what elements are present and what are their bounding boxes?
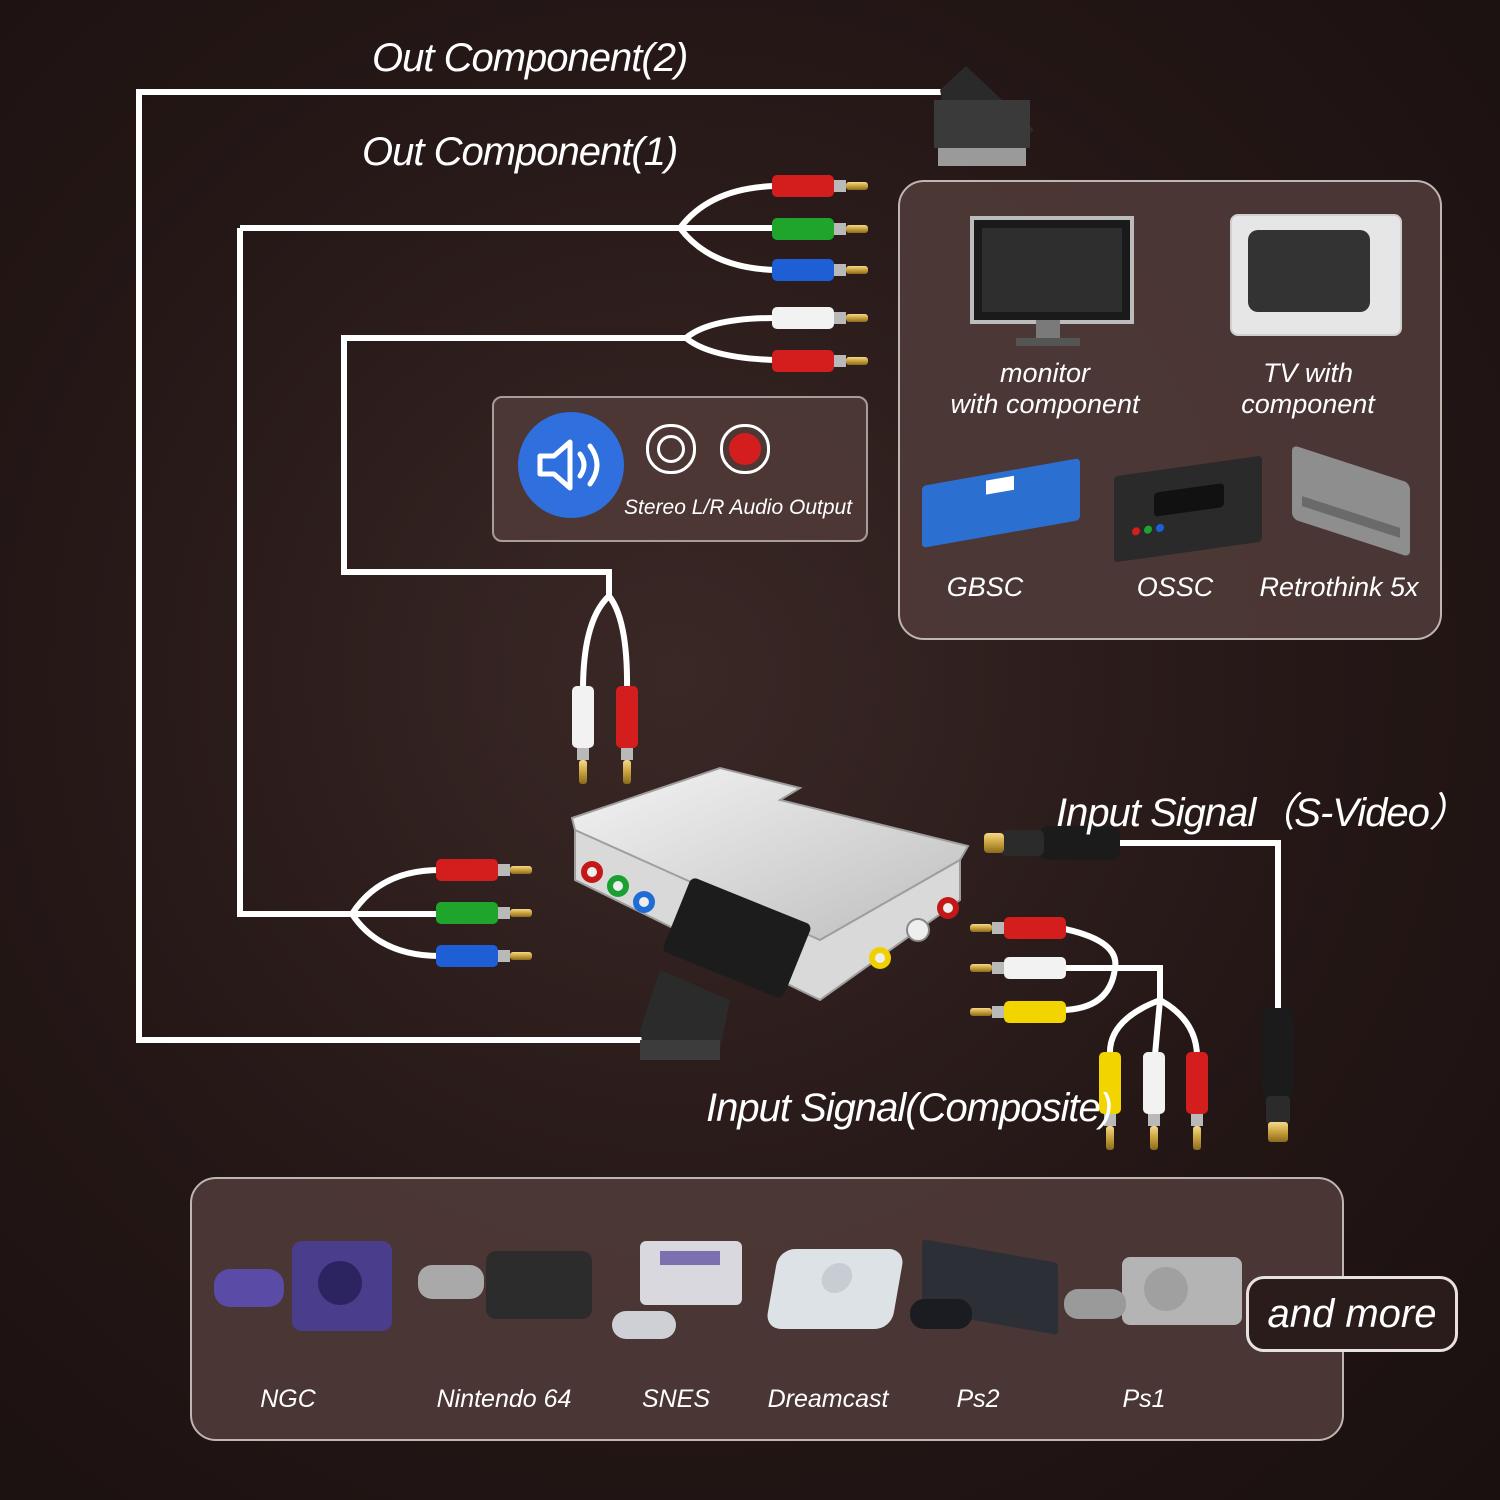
- n64-image: [486, 1251, 592, 1319]
- svideo-input-cable: [1118, 840, 1281, 1012]
- scaler-label-retrothink: Retrothink 5x: [1259, 572, 1419, 602]
- input-composite-label: Input Signal(Composite): [706, 1086, 1113, 1130]
- scaler-label-gbsc: GBSC: [946, 572, 1024, 602]
- tv-image: [1230, 214, 1402, 336]
- ngc-image: [292, 1241, 392, 1331]
- console-label-ps2: Ps2: [956, 1385, 1000, 1413]
- ps1-image: [1122, 1257, 1242, 1325]
- retrothink-image: [1292, 444, 1410, 558]
- scart-plug-icon: [934, 66, 1034, 166]
- out-component-2-label: Out Component(2): [372, 36, 688, 80]
- monitor-label: monitor with component: [950, 358, 1140, 419]
- stereo-audio-panel: Stereo L/R Audio Output: [492, 396, 868, 542]
- snes-image: [640, 1241, 742, 1305]
- consoles-panel: NGC Nintendo 64 SNES Dreamcast Ps2 Ps1: [190, 1177, 1344, 1441]
- console-label-dreamcast: Dreamcast: [767, 1385, 889, 1413]
- input-svideo-label: Input Signal（S-Video）: [1056, 791, 1469, 835]
- console-label-ps1: Ps1: [1122, 1385, 1166, 1413]
- output-devices-panel: monitor with component TV with component…: [898, 180, 1442, 640]
- and-more-badge: and more: [1246, 1276, 1458, 1352]
- console-label-ngc: NGC: [260, 1385, 316, 1413]
- monitor-image: [970, 216, 1134, 324]
- console-label-n64: Nintendo 64: [436, 1385, 572, 1413]
- rca-jack-red-icon: [720, 424, 770, 474]
- speaker-icon: [518, 412, 624, 518]
- console-label-snes: SNES: [641, 1385, 711, 1413]
- svideo-plug-icon: [984, 826, 1120, 860]
- out-component-2-cable: [136, 89, 952, 1043]
- out-component-1-cable: [237, 228, 352, 917]
- converter-box: [570, 766, 970, 1002]
- out-component-1-label: Out Component(1): [362, 130, 678, 174]
- composite-input-cable: [1059, 925, 1163, 1000]
- audio-output-cable: [341, 335, 686, 596]
- stereo-audio-label: Stereo L/R Audio Output: [624, 496, 853, 519]
- scaler-label-ossc: OSSC: [1136, 572, 1214, 602]
- rca-jack-white-icon: [646, 424, 696, 474]
- gbsc-image: [922, 458, 1080, 548]
- dreamcast-image: [764, 1249, 906, 1329]
- tv-label: TV with component: [1241, 358, 1375, 419]
- ossc-image: [1114, 455, 1262, 563]
